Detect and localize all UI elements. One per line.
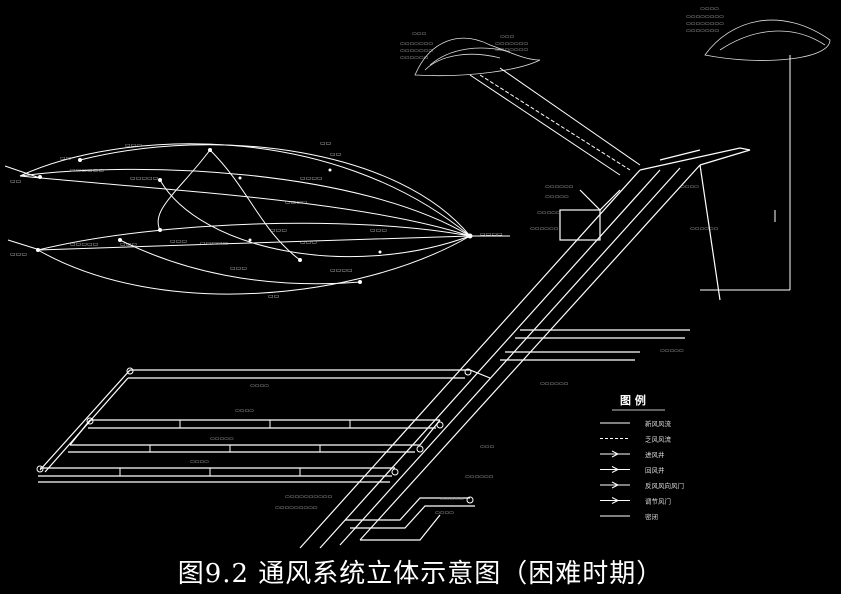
legend-label: 反风风向风门 bbox=[645, 481, 684, 490]
svg-text:▭▭: ▭▭ bbox=[330, 151, 341, 158]
network-label-marks: ▭▭▭▭ ▭▭▭▭▭ ▭▭▭▭▭▭ ▭▭▭▭▭▭▭▭▭▭▭ ▭▭▭▭▭▭▭ ▭▭… bbox=[10, 140, 503, 300]
figure-caption: 图9.2 通风系统立体示意图（困难时期） bbox=[177, 559, 664, 589]
svg-text:▭▭▭▭▭▭: ▭▭▭▭▭▭ bbox=[530, 226, 559, 232]
terrain-sketch-left bbox=[414, 37, 541, 77]
svg-text:▭▭▭▭▭▭: ▭▭▭▭▭▭ bbox=[465, 474, 494, 480]
legend-heading: 图 例 bbox=[620, 393, 646, 407]
network-diagram bbox=[4, 143, 510, 295]
svg-text:▭▭: ▭▭ bbox=[10, 178, 21, 185]
legend-symbol-marker bbox=[611, 481, 620, 489]
svg-text:▭▭▭: ▭▭▭ bbox=[300, 239, 317, 246]
legend-label: 调节风门 bbox=[645, 497, 671, 506]
svg-text:▭▭▭: ▭▭▭ bbox=[170, 238, 187, 245]
legend-label: 乏风风流 bbox=[645, 435, 672, 444]
svg-text:▭▭▭: ▭▭▭ bbox=[270, 227, 287, 234]
legend-item: 回风井 bbox=[600, 466, 665, 475]
svg-text:▭▭▭▭: ▭▭▭▭ bbox=[700, 6, 719, 12]
svg-text:▭▭▭▭▭▭▭: ▭▭▭▭▭▭▭ bbox=[686, 28, 719, 34]
svg-text:▭▭▭▭▭▭: ▭▭▭▭▭▭ bbox=[400, 55, 429, 61]
svg-text:▭▭▭▭▭▭: ▭▭▭▭▭▭ bbox=[540, 381, 569, 387]
svg-text:▭▭▭▭: ▭▭▭▭ bbox=[250, 383, 269, 389]
terrain-sketch-right bbox=[704, 19, 831, 61]
svg-text:▭▭▭▭▭: ▭▭▭▭▭ bbox=[70, 241, 98, 248]
legend-label: 密闭 bbox=[645, 512, 658, 521]
legend-label: 进风井 bbox=[645, 450, 665, 459]
panel-tick-marks bbox=[119, 420, 351, 476]
underground-roadways bbox=[38, 147, 751, 549]
svg-text:▭▭▭▭▭▭▭▭▭: ▭▭▭▭▭▭▭▭▭ bbox=[275, 505, 318, 511]
svg-text:▭▭▭▭: ▭▭▭▭ bbox=[285, 199, 308, 206]
legend-symbol-marker bbox=[611, 466, 620, 473]
svg-text:▭▭▭: ▭▭▭ bbox=[120, 241, 137, 248]
legend-item: 调节风门 bbox=[600, 497, 671, 506]
svg-text:▭▭▭▭▭▭▭: ▭▭▭▭▭▭▭ bbox=[400, 41, 433, 47]
svg-text:▭▭▭▭▭▭: ▭▭▭▭▭▭ bbox=[70, 167, 104, 174]
svg-text:▭▭▭▭: ▭▭▭▭ bbox=[480, 231, 503, 238]
svg-text:▭▭▭▭▭▭: ▭▭▭▭▭▭ bbox=[690, 226, 719, 232]
svg-text:▭▭: ▭▭ bbox=[60, 155, 71, 162]
legend-symbol-marker bbox=[611, 450, 620, 458]
legend-item: 反风风向风门 bbox=[600, 481, 684, 490]
layout-nodes bbox=[36, 367, 474, 504]
legend-item: 密闭 bbox=[600, 512, 658, 521]
legend-item: 进风井 bbox=[600, 450, 665, 459]
legend-label: 回风井 bbox=[645, 466, 665, 475]
layout-label-marks: ▭▭▭▭▭▭▭▭ ▭▭▭▭▭▭▭▭▭ ▭▭▭▭▭▭▭▭▭▭▭ ▭▭▭▭▭▭▭▭▭… bbox=[190, 184, 719, 516]
svg-text:▭▭▭▭▭▭▭: ▭▭▭▭▭▭▭ bbox=[400, 48, 433, 54]
svg-text:▭▭▭: ▭▭▭ bbox=[10, 251, 27, 258]
svg-text:▭▭▭▭▭▭▭▭: ▭▭▭▭▭▭▭▭ bbox=[686, 14, 724, 20]
svg-text:▭▭▭▭▭: ▭▭▭▭▭ bbox=[210, 436, 234, 442]
svg-text:▭▭▭▭: ▭▭▭▭ bbox=[190, 459, 209, 465]
svg-text:▭▭▭▭: ▭▭▭▭ bbox=[435, 510, 454, 516]
shafts bbox=[469, 55, 791, 291]
svg-text:▭▭▭▭: ▭▭▭▭ bbox=[300, 175, 323, 182]
svg-text:▭▭▭▭▭▭▭▭: ▭▭▭▭▭▭▭▭ bbox=[686, 21, 724, 27]
shaft-label-marks: ▭▭▭▭▭▭▭▭▭▭ ▭▭▭▭▭▭▭▭▭▭▭▭▭ ▭▭▭▭▭▭▭▭▭▭ ▭▭▭▭… bbox=[400, 6, 724, 61]
svg-text:▭▭▭: ▭▭▭ bbox=[500, 34, 514, 40]
legend-item: 新风风流 bbox=[600, 419, 672, 428]
svg-text:▭▭▭▭: ▭▭▭▭ bbox=[330, 267, 353, 274]
svg-text:▭▭▭: ▭▭▭ bbox=[370, 227, 387, 234]
svg-text:▭▭▭▭▭: ▭▭▭▭▭ bbox=[440, 496, 464, 502]
legend-symbol-marker bbox=[611, 497, 620, 504]
svg-text:▭▭▭: ▭▭▭ bbox=[412, 31, 426, 37]
legend-item: 乏风风流 bbox=[600, 435, 672, 444]
svg-text:▭▭▭▭▭: ▭▭▭▭▭ bbox=[130, 175, 158, 182]
svg-text:▭▭▭▭▭: ▭▭▭▭▭ bbox=[537, 210, 561, 216]
svg-text:▭▭▭▭: ▭▭▭▭ bbox=[235, 408, 254, 414]
svg-text:▭▭▭▭▭▭▭▭▭▭: ▭▭▭▭▭▭▭▭▭▭ bbox=[285, 494, 333, 500]
svg-text:▭▭▭▭▭▭▭: ▭▭▭▭▭▭▭ bbox=[495, 47, 528, 53]
legend: 图 例 bbox=[612, 393, 665, 411]
svg-text:▭▭▭: ▭▭▭ bbox=[230, 265, 247, 272]
svg-text:▭▭▭: ▭▭▭ bbox=[480, 444, 494, 450]
svg-text:▭▭▭▭: ▭▭▭▭ bbox=[680, 184, 699, 190]
svg-text:▭▭▭: ▭▭▭ bbox=[125, 142, 142, 149]
svg-text:▭▭: ▭▭ bbox=[268, 293, 279, 300]
svg-text:▭▭▭▭▭▭▭: ▭▭▭▭▭▭▭ bbox=[495, 41, 528, 47]
svg-text:▭▭▭▭▭▭: ▭▭▭▭▭▭ bbox=[545, 184, 574, 190]
network-nodes bbox=[36, 148, 473, 284]
svg-text:▭▭: ▭▭ bbox=[320, 140, 331, 147]
legend-label: 新风风流 bbox=[645, 419, 672, 428]
svg-text:▭▭▭▭▭: ▭▭▭▭▭ bbox=[660, 348, 684, 354]
svg-text:▭▭▭▭▭: ▭▭▭▭▭ bbox=[200, 240, 228, 247]
svg-text:▭▭▭▭▭: ▭▭▭▭▭ bbox=[545, 194, 569, 200]
